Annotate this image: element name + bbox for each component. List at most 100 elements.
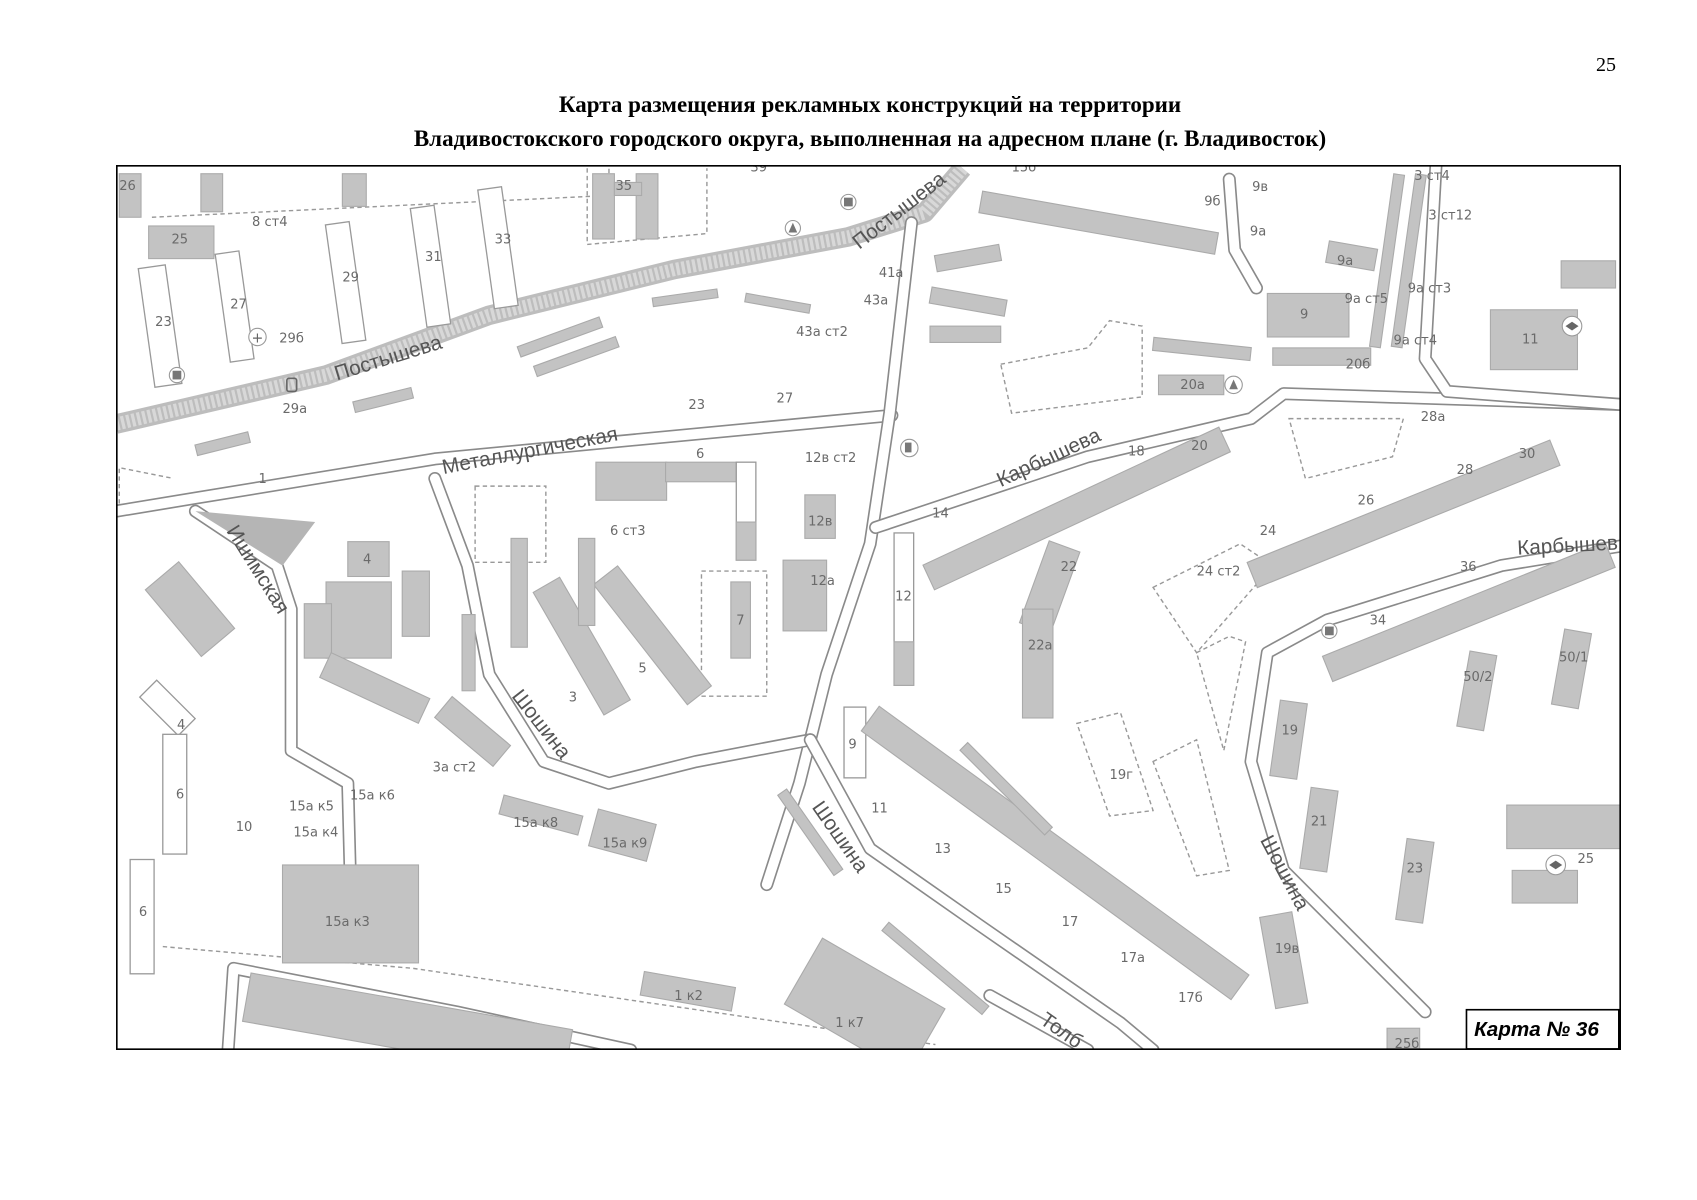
- house-number: 9а: [1337, 254, 1353, 269]
- house-number: 20а: [1180, 378, 1205, 393]
- house-number: 33: [495, 232, 512, 247]
- house-number: 15а к4: [293, 826, 338, 841]
- house-number: 9а ст5: [1345, 292, 1389, 307]
- svg-text:+: +: [252, 330, 264, 346]
- house-number: 4: [363, 552, 371, 567]
- house-number: 10: [236, 820, 253, 835]
- house-number: 23: [155, 315, 172, 330]
- house-numbers: 26 25 8 ст4 35 39 33 31 29 27 23 29б 29а…: [119, 165, 1594, 1050]
- house-number: 20: [1191, 439, 1208, 454]
- house-number: 36: [1460, 560, 1477, 575]
- house-number: 15б: [1012, 165, 1037, 176]
- house-number: 18: [1128, 445, 1145, 460]
- page-number: 25: [1596, 54, 1616, 76]
- house-number: 29а: [282, 402, 307, 417]
- house-number: 29б: [279, 331, 304, 346]
- address-map[interactable]: + Постышева Постышева Металлургическая И…: [116, 165, 1621, 1050]
- house-number: 31: [425, 250, 442, 265]
- house-number: 6 ст3: [610, 524, 646, 539]
- house-number: 1: [259, 472, 267, 487]
- house-number: 27: [777, 391, 794, 406]
- house-number: 26: [1358, 494, 1375, 509]
- house-number: 6: [176, 788, 184, 803]
- house-number: 43а ст2: [796, 325, 848, 340]
- house-number: 3а ст2: [433, 760, 477, 775]
- house-number: 15а к8: [513, 816, 558, 831]
- territory-boundaries: [118, 165, 1405, 1046]
- map-title-line-2: Владивостокского городского округа, выпо…: [413, 126, 1327, 151]
- house-number: 12а: [810, 574, 835, 589]
- house-number: 41а: [879, 266, 904, 281]
- roads: [116, 165, 1621, 1050]
- house-number: 34: [1370, 613, 1387, 628]
- house-number: 39: [750, 165, 767, 176]
- house-number: 43а: [864, 293, 889, 308]
- house-number: 4: [177, 718, 185, 733]
- house-number: 11: [1522, 333, 1539, 348]
- house-number: 24 ст2: [1197, 564, 1241, 579]
- church-icon: [1224, 375, 1243, 395]
- house-number: 21: [1311, 815, 1328, 830]
- house-number: 22а: [1028, 638, 1053, 653]
- house-number: 8 ст4: [252, 215, 288, 230]
- school-icon: [1561, 315, 1583, 337]
- house-number: 12в: [808, 514, 832, 529]
- house-number: 15а к6: [350, 789, 395, 804]
- house-number: 9а ст3: [1408, 281, 1452, 296]
- house-number: 25: [171, 232, 188, 247]
- house-number: 15а к5: [289, 800, 334, 815]
- house-number: 14: [932, 507, 949, 522]
- bus-stop-icon: [286, 377, 298, 393]
- house-number: 9: [848, 737, 856, 752]
- house-number: 9б: [1204, 194, 1220, 209]
- map-number-box: Карта № 36: [1465, 1008, 1620, 1050]
- fuel-station-icon: [900, 438, 919, 458]
- house-number: 35: [615, 179, 632, 194]
- house-number: 28: [1457, 463, 1474, 478]
- church-icon: [784, 219, 802, 237]
- house-number: 24: [1260, 524, 1277, 539]
- shop-icon: [168, 366, 186, 384]
- house-number: 9а ст4: [1394, 334, 1438, 349]
- house-number: 25: [1577, 852, 1594, 867]
- buildings: [118, 173, 1621, 1050]
- shop-icon: [1321, 622, 1338, 640]
- house-number: 23: [1407, 862, 1424, 877]
- map-title-line-1: Карта размещения рекламных конструкций н…: [558, 92, 1182, 117]
- house-number: 9а: [1250, 225, 1266, 240]
- house-number: 19: [1281, 723, 1298, 738]
- house-number: 19г: [1110, 768, 1134, 783]
- street-karbysheva: Карбышев: [1517, 531, 1619, 559]
- house-number: 6: [696, 447, 704, 462]
- shop-icon: [840, 193, 857, 211]
- house-number: 12: [895, 589, 912, 604]
- house-number: 25б: [1395, 1037, 1420, 1050]
- house-number: 17: [1062, 915, 1079, 930]
- house-number: 28а: [1421, 410, 1446, 425]
- school-icon: [1545, 854, 1567, 876]
- house-number: 27: [230, 298, 247, 313]
- house-number: 17а: [1120, 951, 1145, 966]
- house-number: 17б: [1178, 991, 1203, 1006]
- house-number: 11: [871, 802, 888, 817]
- map-icons: +: [168, 193, 1583, 876]
- house-number: 6: [139, 905, 147, 920]
- house-number: 1 к2: [674, 989, 703, 1004]
- house-number: 26: [119, 179, 136, 194]
- house-number: 3 ст12: [1428, 208, 1472, 223]
- house-number: 5: [638, 661, 646, 676]
- house-number: 30: [1519, 447, 1536, 462]
- house-number: 7: [736, 613, 744, 628]
- house-number: 15а к3: [325, 915, 370, 930]
- hospital-cross-icon: +: [248, 327, 267, 346]
- house-number: 50/2: [1463, 670, 1492, 685]
- house-number: 19в: [1275, 942, 1299, 957]
- house-number: 3: [569, 691, 577, 706]
- house-number: 12в ст2: [805, 451, 857, 466]
- map-number-label: Карта № 36: [1474, 1018, 1599, 1041]
- house-number: 20б: [1346, 358, 1371, 373]
- house-number: 15: [995, 882, 1012, 897]
- house-number: 23: [688, 398, 705, 413]
- house-number: 15а к9: [602, 837, 647, 852]
- house-number: 9в: [1252, 180, 1268, 195]
